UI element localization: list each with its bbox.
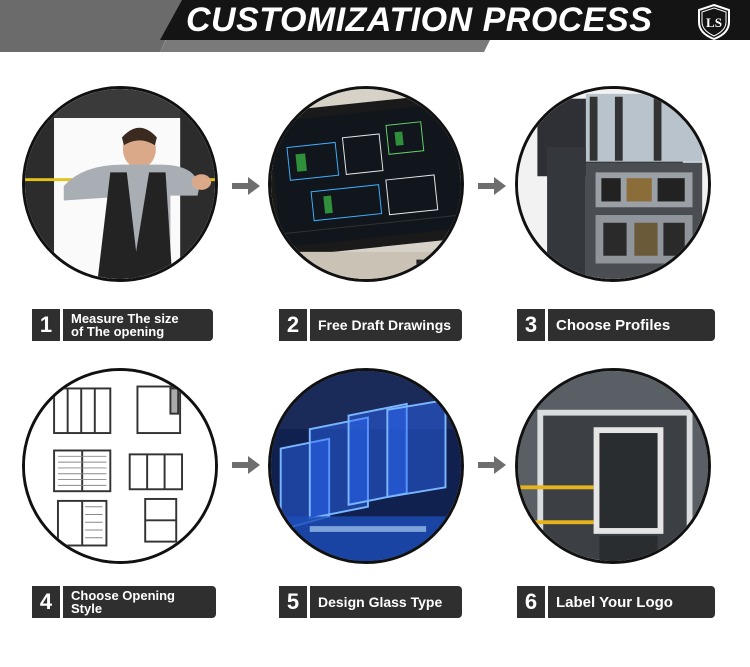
step-3-image — [515, 86, 711, 282]
step-6-label: 6 Label Your Logo — [517, 586, 715, 618]
step-3-label: 3 Choose Profiles — [517, 309, 715, 341]
step-4-label: 4 Choose Opening Style — [32, 586, 216, 618]
brand-logo-icon: LS — [697, 3, 731, 41]
arrow-right-icon — [232, 177, 260, 195]
header-banner-accent — [160, 40, 490, 52]
page-title: CUSTOMIZATION PROCESS — [186, 1, 653, 39]
step-1-label: 1 Measure The size of The opening — [32, 309, 213, 341]
step-number: 2 — [279, 309, 307, 341]
arrow-right-icon — [478, 177, 506, 195]
step-1-image — [22, 86, 218, 282]
step-text: Measure The size of The opening — [63, 309, 213, 341]
step-text-line: Measure The size — [71, 311, 179, 326]
step-number: 3 — [517, 309, 545, 341]
svg-text:LS: LS — [706, 15, 722, 30]
header-banner-black — [160, 0, 750, 40]
arrow-right-icon — [478, 456, 506, 474]
step-5-label: 5 Design Glass Type — [279, 586, 462, 618]
step-text: Design Glass Type — [310, 586, 462, 618]
step-number: 1 — [32, 309, 60, 341]
step-6-image — [515, 368, 711, 564]
step-2-label: 2 Free Draft Drawings — [279, 309, 462, 341]
step-5-image — [268, 368, 464, 564]
step-text: Choose Opening Style — [63, 586, 216, 618]
step-number: 5 — [279, 586, 307, 618]
step-4-image — [22, 368, 218, 564]
header-banner-grey — [0, 0, 185, 52]
step-2-image — [268, 86, 464, 282]
step-text: Choose Profiles — [548, 309, 715, 341]
step-text-line: of The opening — [71, 324, 165, 339]
step-number: 4 — [32, 586, 60, 618]
arrow-right-icon — [232, 456, 260, 474]
step-number: 6 — [517, 586, 545, 618]
step-text: Label Your Logo — [548, 586, 715, 618]
step-text: Free Draft Drawings — [310, 309, 462, 341]
